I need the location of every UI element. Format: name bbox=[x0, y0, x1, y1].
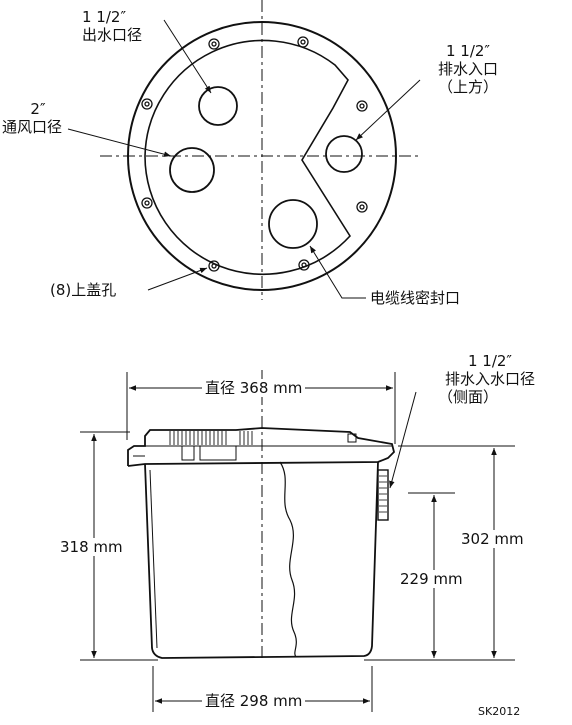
inlet-top-label: 1 1/2″ 排水入口 （上方） bbox=[418, 42, 518, 96]
top-diameter-label: 直径 368 mm bbox=[202, 379, 306, 397]
lid-hole bbox=[208, 38, 220, 50]
cable-seal-port bbox=[268, 199, 318, 249]
inlet-top-leader bbox=[355, 79, 421, 141]
basin-body bbox=[144, 461, 379, 659]
lid-outer-rim bbox=[127, 21, 397, 291]
side-inlet-position: （侧面） bbox=[438, 388, 499, 406]
lid-hole bbox=[141, 197, 153, 209]
total-height-label: 318 mm bbox=[57, 538, 126, 556]
lid-holes bbox=[141, 36, 368, 272]
basin-inner-wall bbox=[149, 469, 158, 649]
lid-hole bbox=[208, 260, 220, 272]
side-inlet-text: 排水入水口径 bbox=[444, 370, 535, 388]
lid-hole bbox=[298, 259, 310, 271]
lid-inner-outline bbox=[144, 39, 352, 276]
lid-holes-leader bbox=[147, 267, 208, 291]
rim-step bbox=[199, 445, 237, 461]
lid-tab bbox=[347, 433, 357, 443]
outlet-text: 出水口径 bbox=[82, 26, 143, 44]
lid-hole bbox=[356, 201, 368, 213]
inlet-height-label: 229 mm bbox=[397, 570, 466, 588]
lid-threads bbox=[169, 431, 253, 445]
basin-rim bbox=[127, 427, 395, 467]
vent-leader bbox=[67, 128, 172, 157]
cutaway-line bbox=[279, 461, 297, 658]
side-inlet-label: 1 1/2″ 排水入水口径 （侧面） bbox=[430, 352, 550, 406]
lid-hole bbox=[141, 98, 153, 110]
inlet-top-text: 排水入口 bbox=[437, 60, 498, 78]
vent-text: 通风口径 bbox=[2, 118, 63, 136]
vent-port bbox=[169, 147, 215, 193]
outlet-port bbox=[198, 86, 238, 126]
lid-holes-label: (8)上盖孔 bbox=[50, 281, 117, 299]
body-height-label: 302 mm bbox=[458, 530, 527, 548]
bottom-diameter-label: 直径 298 mm bbox=[202, 692, 306, 710]
top-view bbox=[67, 0, 421, 300]
cable-seal-leader bbox=[309, 245, 366, 299]
vent-size: 2″ bbox=[30, 100, 46, 118]
side-inlet-threads bbox=[379, 475, 387, 513]
inlet-top-size: 1 1/2″ bbox=[445, 42, 491, 60]
outlet-size: 1 1/2″ bbox=[82, 8, 127, 26]
side-inlet-hub bbox=[377, 469, 389, 521]
lid-hole bbox=[356, 100, 368, 112]
lid-hole bbox=[297, 36, 309, 48]
vent-label: 2″ 通风口径 bbox=[2, 100, 74, 136]
inlet-top-position: （上方） bbox=[437, 78, 498, 96]
side-view bbox=[80, 370, 515, 712]
drawing-code: SK2012 bbox=[478, 705, 521, 718]
outlet-leader bbox=[163, 19, 212, 94]
inlet-top-port bbox=[325, 135, 363, 173]
rim-step bbox=[181, 445, 195, 461]
cable-seal-label: 电缆线密封口 bbox=[370, 289, 461, 307]
side-inlet-leader bbox=[389, 391, 417, 489]
outlet-label: 1 1/2″ 出水口径 bbox=[82, 8, 142, 44]
side-inlet-size: 1 1/2″ bbox=[467, 352, 513, 370]
